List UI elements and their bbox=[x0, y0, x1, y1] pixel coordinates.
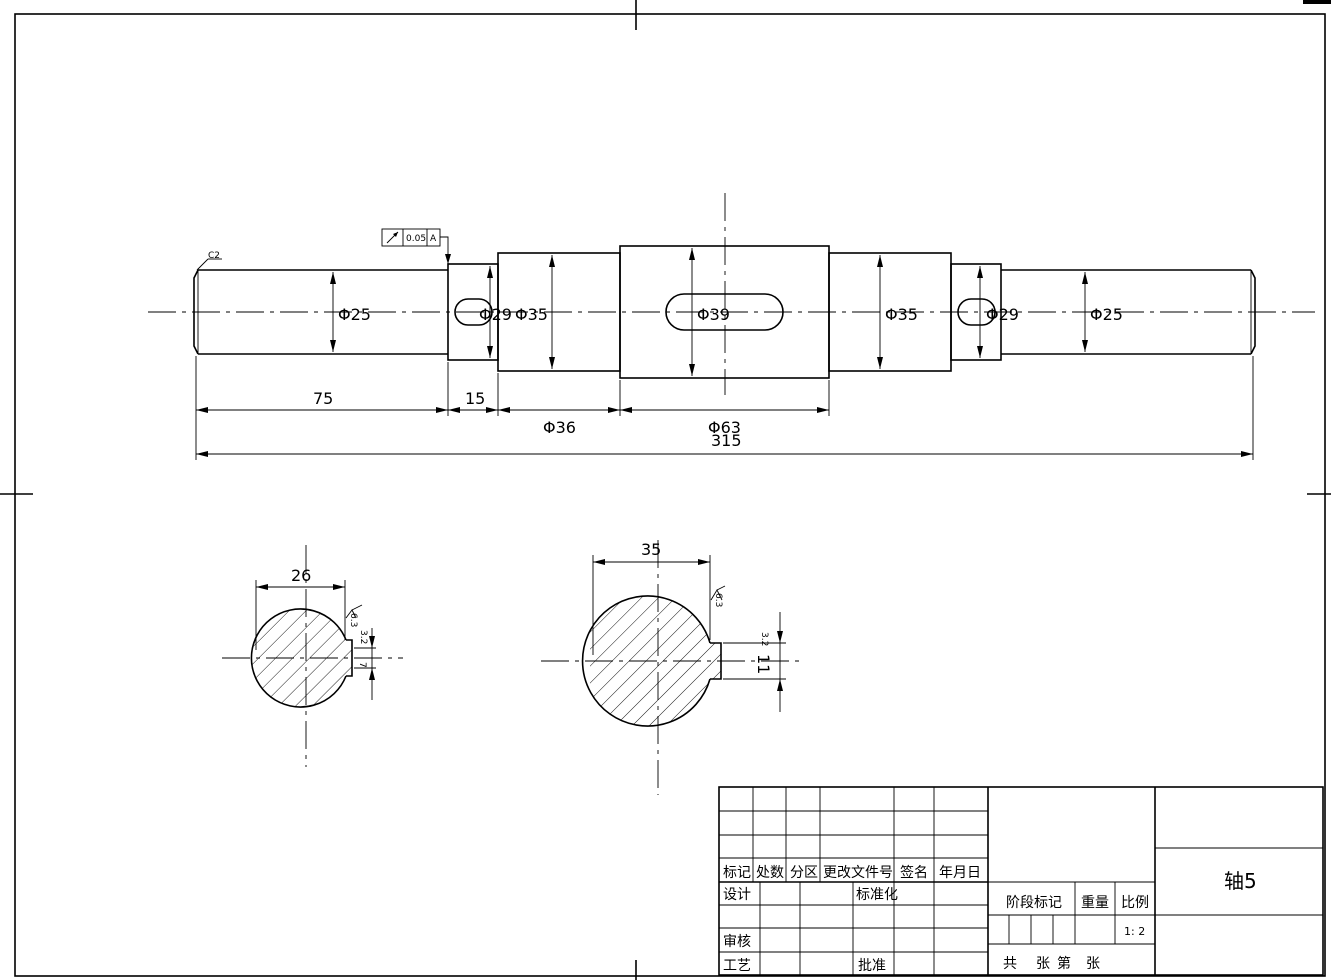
tb-scale-value: 1: 2 bbox=[1124, 925, 1145, 938]
section-right-width: 35 bbox=[641, 540, 661, 559]
tb-sheet-no-suffix: 张 bbox=[1086, 956, 1100, 972]
section-view-left: 26 7 6.3 3.2 bbox=[222, 545, 403, 767]
tb-sheet-total-prefix: 共 bbox=[1003, 956, 1017, 972]
len-label-63: Φ63 bbox=[708, 418, 741, 437]
tb-header-mark: 标记 bbox=[723, 865, 751, 881]
section-right-key: 11 bbox=[754, 654, 773, 674]
title-block: 标记 处数 分区 更改文件号 签名 年月日 设计 标准化 审核 工艺 批准 阶段… bbox=[718, 786, 1324, 976]
tb-review: 审核 bbox=[723, 934, 751, 950]
tb-standardization: 标准化 bbox=[856, 887, 898, 903]
section-right-roughness: 6.3 bbox=[713, 593, 723, 607]
tb-header-date: 年月日 bbox=[939, 865, 981, 881]
dia-label-5: Φ35 bbox=[885, 305, 918, 324]
keyway-right bbox=[957, 298, 996, 326]
dia-label-6: Φ29 bbox=[986, 305, 1019, 324]
dia-label-2: Φ29 bbox=[479, 305, 512, 324]
section-left-roughness: 6.3 bbox=[348, 613, 358, 627]
tb-header-zone: 分区 bbox=[790, 865, 818, 881]
tolerance-datum: A bbox=[430, 234, 437, 244]
dia-label-1: Φ25 bbox=[338, 305, 371, 324]
len-label-75: 75 bbox=[313, 389, 333, 408]
section-view-right: 35 11 6.3 3.2 bbox=[541, 540, 800, 795]
len-label-36: Φ36 bbox=[543, 418, 576, 437]
tb-process: 工艺 bbox=[723, 958, 751, 974]
section-left-width: 26 bbox=[291, 566, 311, 585]
shaft-main-view: Φ25 Φ29 Φ35 Φ39 Φ35 Φ29 Φ25 C2 0.05 A bbox=[148, 193, 1315, 460]
tb-header-count: 处数 bbox=[756, 865, 784, 881]
corner-mark bbox=[1303, 0, 1331, 4]
tolerance-value: 0.05 bbox=[406, 234, 426, 244]
section-left-roughness2: 3.2 bbox=[358, 630, 368, 644]
section-left-key: 7 bbox=[357, 662, 367, 668]
tb-part-name: 轴5 bbox=[1224, 869, 1257, 893]
len-label-15: 15 bbox=[465, 389, 485, 408]
chamfer-label: C2 bbox=[208, 251, 220, 261]
dia-label-7: Φ25 bbox=[1090, 305, 1123, 324]
tb-design: 设计 bbox=[723, 887, 751, 903]
section-right-roughness2: 3.2 bbox=[759, 632, 769, 646]
tb-weight: 重量 bbox=[1081, 895, 1109, 911]
keyway-center bbox=[665, 293, 784, 331]
dia-label-3: Φ35 bbox=[515, 305, 548, 324]
dia-label-4: Φ39 bbox=[697, 305, 730, 324]
tb-header-sign: 签名 bbox=[900, 864, 928, 881]
len-label-total: 315 bbox=[711, 431, 742, 450]
tb-stage-mark: 阶段标记 bbox=[1006, 895, 1062, 911]
drawing-border bbox=[14, 13, 1326, 977]
tb-sheet-no-prefix: 第 bbox=[1057, 955, 1071, 972]
tb-header-docno: 更改文件号 bbox=[823, 865, 893, 881]
keyway-left bbox=[454, 298, 493, 326]
tb-approve: 批准 bbox=[858, 958, 886, 974]
tb-scale-label: 比例 bbox=[1121, 895, 1149, 911]
tolerance-frame: 0.05 A bbox=[381, 228, 451, 264]
tb-sheet-total-suffix: 张 bbox=[1036, 956, 1050, 972]
